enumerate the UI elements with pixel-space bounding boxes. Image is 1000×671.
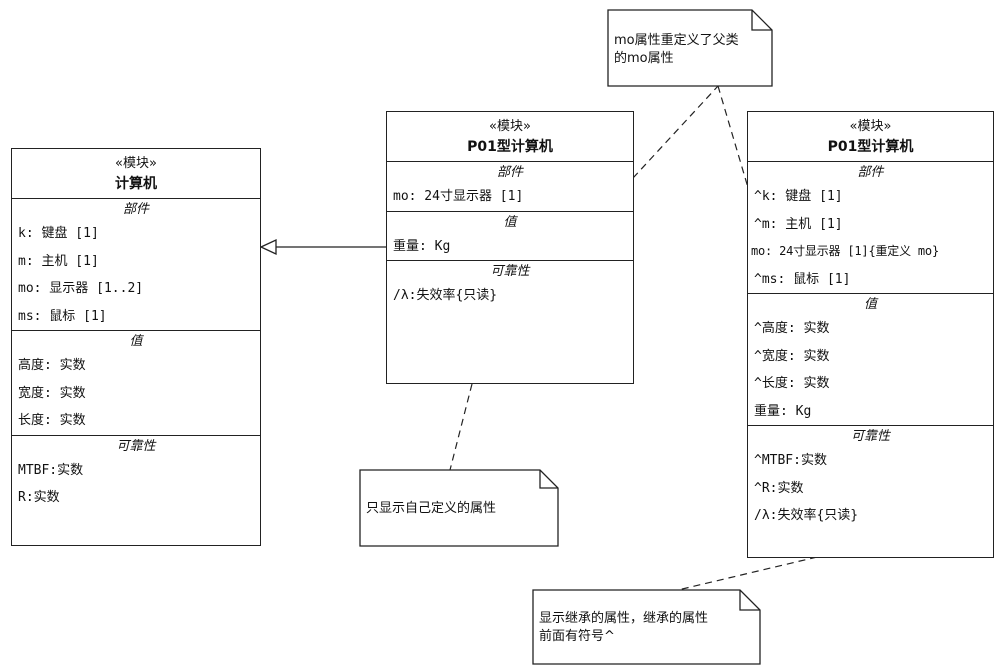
values-compartment: 值 ^高度: 实数 ^宽度: 实数 ^长度: 实数 重量: Kg	[748, 294, 993, 426]
block-computer[interactable]: «模块» 计算机 部件 k: 键盘 [1] m: 主机 [1] mo: 显示器 …	[11, 148, 261, 546]
reliability-compartment: 可靠性 ^MTBF:实数 ^R:实数 /λ:失效率{只读}	[748, 426, 993, 530]
values-compartment: 值 高度: 实数 宽度: 实数 长度: 实数	[12, 331, 260, 436]
reliability-row: ^MTBF:实数	[754, 453, 827, 468]
note-own-only-text: 只显示自己定义的属性	[366, 501, 497, 516]
part-row: k: 键盘 [1]	[18, 226, 99, 241]
part-row: ^m: 主机 [1]	[754, 216, 843, 232]
note-own-only[interactable]: 只显示自己定义的属性	[360, 470, 558, 546]
compartment-title: 值	[503, 214, 517, 230]
compartment-title: 值	[129, 334, 143, 349]
block-name: 计算机	[115, 176, 157, 192]
parts-compartment: 部件 mo: 24寸显示器 [1]	[387, 162, 633, 212]
part-row: ^ms: 鼠标 [1]	[754, 271, 851, 287]
block-name: P01型计算机	[827, 139, 914, 155]
block-p01-own-attributes[interactable]: «模块» P01型计算机 部件 mo: 24寸显示器 [1] 值 重量: Kg …	[386, 111, 634, 384]
reliability-compartment: 可靠性 /λ:失效率{只读}	[387, 261, 633, 310]
stereotype-label: «模块»	[115, 156, 157, 171]
reliability-row: R:实数	[18, 490, 60, 505]
value-row: 重量: Kg	[754, 403, 812, 419]
part-row: mo: 24寸显示器 [1]{重定义 mo}	[751, 244, 939, 258]
value-row: ^宽度: 实数	[754, 348, 830, 364]
value-row: 长度: 实数	[18, 413, 86, 428]
compartment-title: 可靠性	[116, 438, 156, 454]
reliability-row: MTBF:实数	[18, 462, 84, 478]
part-row: ^k: 键盘 [1]	[754, 189, 843, 204]
stereotype-label: «模块»	[489, 119, 531, 134]
note-anchor-own-only	[449, 383, 473, 471]
reliability-row: /λ:失效率{只读}	[393, 288, 498, 303]
reliability-row: /λ:失效率{只读}	[754, 508, 859, 523]
compartment-title: 可靠性	[490, 264, 530, 279]
block-p01-inherited-attributes[interactable]: «模块» P01型计算机 部件 ^k: 键盘 [1] ^m: 主机 [1] mo…	[747, 111, 994, 558]
part-row: m: 主机 [1]	[18, 253, 99, 269]
compartment-title: 部件	[122, 202, 149, 217]
block-header: «模块» P01型计算机	[748, 112, 993, 162]
reliability-row: ^R:实数	[754, 480, 804, 496]
value-row: 重量: Kg	[393, 238, 451, 254]
parts-compartment: 部件 ^k: 键盘 [1] ^m: 主机 [1] mo: 24寸显示器 [1]{…	[748, 162, 993, 294]
value-row: ^高度: 实数	[754, 321, 830, 336]
generalization-arrowhead	[259, 238, 277, 256]
note-redefine[interactable]: mo属性重定义了父类 的mo属性	[608, 10, 772, 86]
note-inherited[interactable]: 显示继承的属性，继承的属性 前面有符号^	[533, 590, 760, 664]
reliability-compartment: 可靠性 MTBF:实数 R:实数	[12, 436, 260, 512]
note-redefine-text: mo属性重定义了父类 的mo属性	[614, 33, 739, 66]
note-inherited-text: 显示继承的属性，继承的属性 前面有符号^	[539, 611, 709, 644]
values-compartment: 值 重量: Kg	[387, 212, 633, 261]
block-name: P01型计算机	[467, 139, 553, 155]
value-row: 宽度: 实数	[18, 385, 86, 401]
compartment-title: 部件	[496, 165, 523, 180]
compartment-title: 部件	[857, 165, 884, 180]
compartment-title: 值	[863, 297, 877, 312]
compartment-title: 可靠性	[850, 429, 890, 444]
block-header: «模块» P01型计算机	[387, 112, 633, 162]
value-row: ^长度: 实数	[754, 376, 830, 391]
value-row: 高度: 实数	[18, 358, 86, 373]
block-header: «模块» 计算机	[12, 149, 260, 199]
part-row: mo: 24寸显示器 [1]	[393, 189, 524, 204]
part-row: ms: 鼠标 [1]	[18, 308, 107, 324]
stereotype-label: «模块»	[849, 119, 892, 134]
part-row: mo: 显示器 [1..2]	[18, 281, 144, 296]
note-anchor-inherited	[677, 556, 818, 591]
parts-compartment: 部件 k: 键盘 [1] m: 主机 [1] mo: 显示器 [1..2] ms…	[12, 199, 260, 331]
note-anchor-redefine-middle	[632, 85, 719, 179]
